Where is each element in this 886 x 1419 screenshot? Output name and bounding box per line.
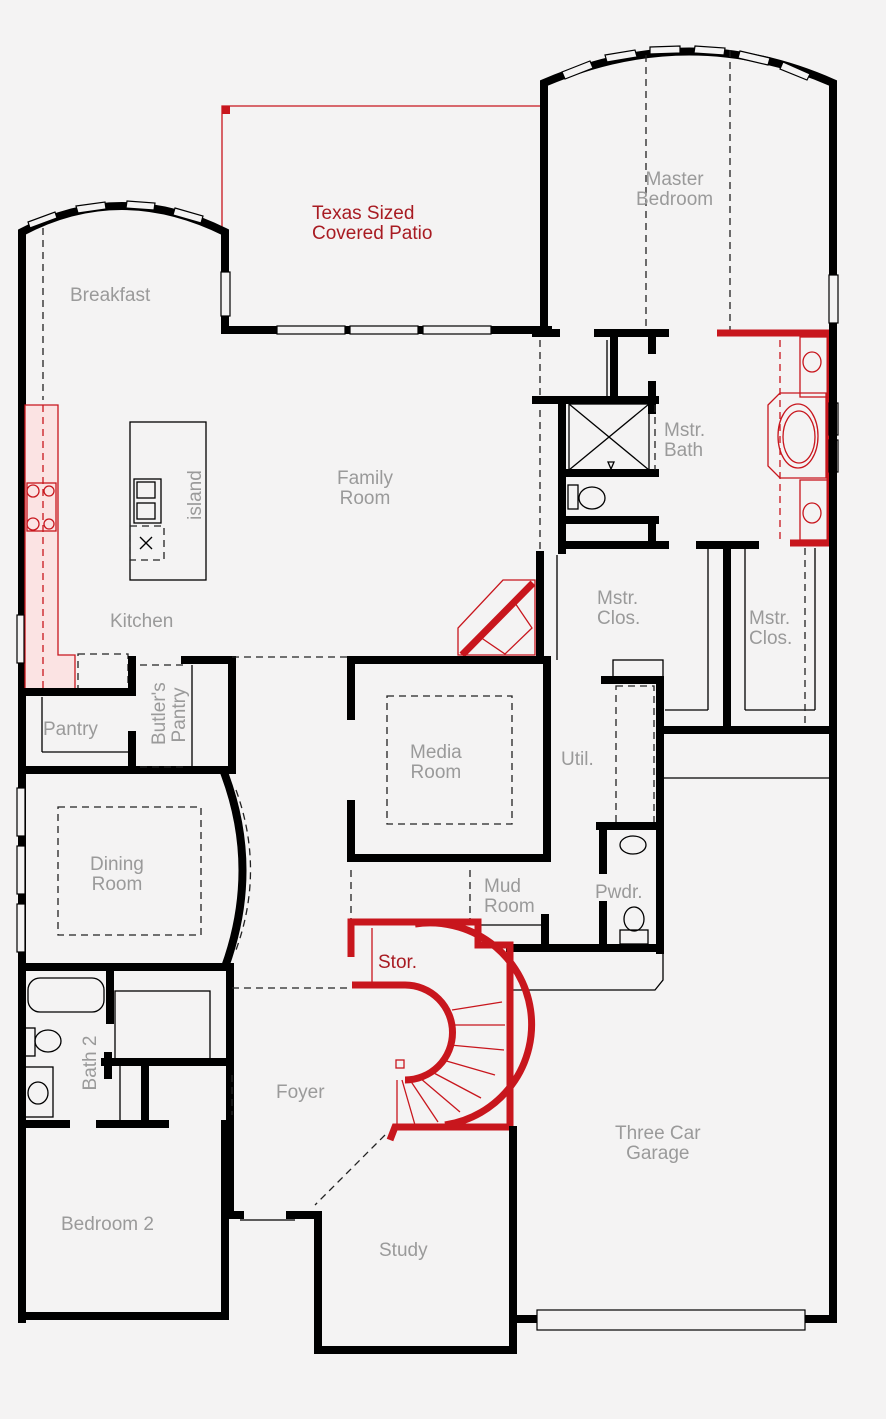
room-label-pantry: Pantry	[43, 719, 98, 740]
room-label-stor: Stor.	[378, 952, 418, 973]
staircase	[232, 918, 536, 1142]
room-label-family-room: Family Room	[337, 468, 393, 509]
room-label-mstr-clos-2: Mstr. Clos.	[749, 608, 793, 649]
master-closets	[536, 326, 837, 1323]
kitchen-counters	[16, 404, 207, 691]
room-label-util: Util.	[561, 749, 594, 770]
room-label-master-bedroom: Master Bedroom	[636, 169, 714, 210]
room-label-bedroom-2: Bedroom 2	[61, 1214, 154, 1235]
room-label-foyer: Foyer	[276, 1082, 325, 1103]
room-label-patio: Texas Sized Covered Patio	[312, 203, 433, 244]
room-label-study: Study	[379, 1240, 428, 1261]
family-room-rear-wall	[221, 325, 552, 335]
room-label-mstr-clos-1: Mstr. Clos.	[597, 588, 641, 629]
utility-powder	[478, 659, 664, 991]
room-label-island: island	[185, 470, 206, 520]
master-bedroom-walls	[540, 45, 839, 334]
room-label-garage: Three Car Garage	[615, 1123, 701, 1164]
room-label-mud-room: Mud Room	[484, 876, 535, 917]
fireplace	[457, 579, 536, 658]
master-bath	[532, 329, 669, 554]
room-label-media-room: Media Room	[410, 742, 462, 783]
room-label-pwdr: Pwdr.	[595, 882, 643, 903]
pantry-walls	[18, 656, 350, 774]
master-tub-vanity	[717, 329, 839, 547]
media-room	[346, 656, 551, 920]
foyer-study	[286, 1126, 837, 1354]
covered-patio-outline	[221, 105, 540, 230]
room-label-kitchen: Kitchen	[110, 611, 174, 632]
bath2-bedroom2	[18, 963, 295, 1320]
breakfast-bay	[18, 200, 231, 1323]
dining-room	[16, 769, 252, 971]
room-label-dining-room: Dining Room	[90, 854, 144, 895]
room-label-butlers-pantry: Butler's Pantry	[149, 682, 190, 745]
room-label-breakfast: Breakfast	[70, 285, 151, 306]
room-label-mstr-bath: Mstr. Bath	[664, 420, 706, 461]
room-label-bath-2: Bath 2	[80, 1035, 101, 1091]
